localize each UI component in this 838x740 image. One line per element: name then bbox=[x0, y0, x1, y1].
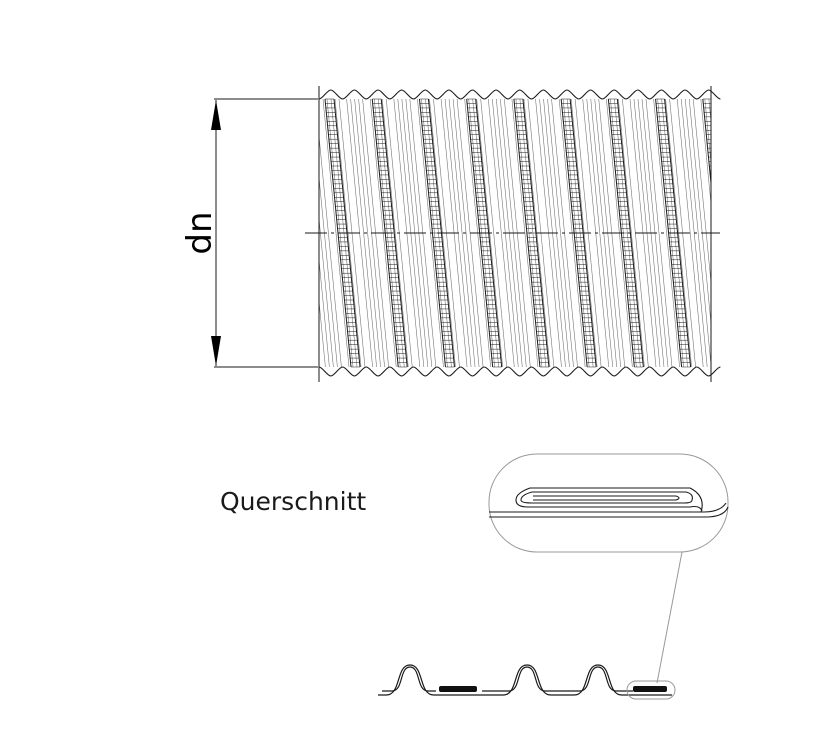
cross-section-profile bbox=[378, 664, 676, 700]
detail-leader-line bbox=[656, 551, 683, 684]
helix-rib-line bbox=[684, 98, 711, 368]
profile-inner-line bbox=[382, 666, 633, 692]
seam-detail-bubble bbox=[488, 453, 729, 684]
helix-rib-line bbox=[319, 256, 330, 368]
helix-rib-line bbox=[752, 99, 778, 367]
helix-rib-line bbox=[788, 99, 814, 367]
folded-seam-detail bbox=[489, 487, 729, 518]
helix-rib-line bbox=[350, 98, 377, 368]
helix-rib-line bbox=[700, 98, 711, 207]
helix-rib-line bbox=[748, 99, 774, 367]
helix-rib-line bbox=[740, 99, 766, 367]
helix-rib-line bbox=[732, 99, 758, 367]
helix-rib-line bbox=[381, 98, 409, 368]
arrow-head-top bbox=[211, 100, 221, 130]
pipe-side-view bbox=[278, 86, 814, 382]
cross-section-label: Querschnitt bbox=[220, 487, 366, 516]
helix-rib-line bbox=[480, 98, 507, 368]
helix-rib-line bbox=[354, 98, 381, 368]
helix-rib-line bbox=[653, 98, 680, 368]
arrow-head-bottom bbox=[211, 336, 221, 366]
helix-rib-line bbox=[448, 98, 476, 368]
helix-rib-line bbox=[586, 98, 614, 368]
helix-rib-line bbox=[452, 98, 480, 368]
helix-rib-line bbox=[776, 99, 802, 367]
helix-rib-line bbox=[764, 99, 790, 367]
helix-rib-line bbox=[618, 98, 645, 368]
helix-rib-line bbox=[780, 99, 806, 367]
helix-rib-line bbox=[547, 98, 574, 368]
pipe-top-contour bbox=[318, 89, 721, 100]
helix-rib-line bbox=[784, 99, 810, 367]
helix-rib-line bbox=[736, 99, 762, 367]
detail-highlight-ellipse bbox=[626, 680, 676, 700]
pipe-bottom-contour bbox=[318, 366, 721, 377]
helix-rib-line bbox=[772, 99, 798, 367]
diameter-label: dn bbox=[180, 211, 220, 254]
helix-rib-line bbox=[319, 133, 342, 368]
helix-rib-line bbox=[728, 99, 754, 367]
helix-rib-line bbox=[676, 98, 704, 368]
helix-rib-line bbox=[319, 298, 326, 368]
dimension-dn: dn bbox=[180, 98, 318, 368]
seam-block-left bbox=[439, 686, 477, 692]
helix-rib-line bbox=[717, 99, 743, 367]
helix-rib-line bbox=[645, 98, 673, 368]
seam-band-edge bbox=[278, 99, 304, 367]
seam-block-right bbox=[633, 686, 667, 692]
helix-rib-line bbox=[760, 99, 786, 367]
helix-rib-line bbox=[322, 98, 350, 368]
helix-rib-line bbox=[724, 99, 750, 367]
profile-outer-line bbox=[378, 664, 672, 696]
seam-band-edge bbox=[702, 98, 711, 189]
seam-band-edge bbox=[750, 99, 776, 367]
helix-rib-line bbox=[488, 98, 515, 368]
helix-rib-line bbox=[756, 99, 782, 367]
seam-band-edge bbox=[759, 99, 785, 367]
